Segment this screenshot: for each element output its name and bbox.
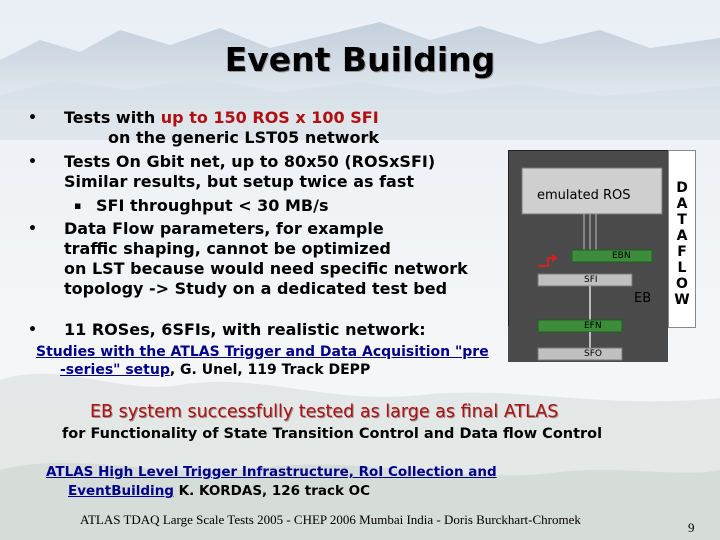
reference-2-link-cont[interactable]: EventBuilding [68,483,174,499]
sub-bullet-glyph: ▪ [74,199,82,212]
flow-letter: F [677,244,687,260]
sfo-label: SFO [584,349,602,359]
bullet-2-line-1: Tests On Gbit net, up to 80x50 (ROSxSFI) [64,152,436,171]
bullet-2-sub: SFI throughput < 30 MB/s [96,196,329,215]
bullet-1-line-1: Tests with up to 150 ROS x 100 SFI [64,108,379,128]
page-number: 9 [688,520,695,535]
reference-2-line-2: EventBuilding K. KORDAS, 126 track OC [68,482,370,500]
bullet-glyph: • [28,221,37,237]
reference-1-line-2: -series" setup, G. Unel, 119 Track DEPP [60,361,370,379]
eb-label: EB [634,291,652,306]
flow-letter: A [676,228,688,244]
bullet-4-line-1: 11 ROSes, 6SFIs, with realistic network: [64,320,426,339]
reference-2-link[interactable]: ATLAS High Level Trigger Infrastructure,… [46,464,497,480]
data-flow-bar [668,150,696,328]
flow-letter: D [676,180,688,196]
reference-1-link-cont[interactable]: -series" setup [60,362,170,378]
efn-label: EFN [584,321,602,331]
sfi-label: SFI [584,275,598,285]
bullet-2-line-2: Similar results, but setup twice as fast [64,172,415,191]
slide-title: Event Building [224,40,496,79]
flow-letter: O [676,276,688,292]
reference-2-author: K. KORDAS, 126 track OC [173,483,371,499]
bullet-3-line-1: Data Flow parameters, for example [64,219,384,238]
footer-text: ATLAS TDAQ Large Scale Tests 2005 - CHEP… [80,512,581,527]
reference-2: ATLAS High Level Trigger Infrastructure,… [46,463,497,481]
emulated-ros-label: emulated ROS [537,188,631,203]
bullet-3-line-3: on LST because would need specific netwo… [64,259,468,278]
flow-letter: A [676,196,688,212]
bullet-glyph: • [28,110,37,126]
highlight-line-1: EB system successfully tested as large a… [90,402,559,422]
bullet-1-prefix: Tests with [64,108,161,127]
flow-letter: W [674,292,690,308]
reference-1-link[interactable]: Studies with the ATLAS Trigger and Data … [36,344,489,360]
diagram-graphic [508,167,668,362]
reference-1-author: , G. Unel, 119 Track DEPP [169,362,371,378]
bullet-3-line-2: traffic shaping, cannot be optimized [64,239,391,258]
ebn-label: EBN [612,251,631,261]
bullet-1-line-2: on the generic LST05 network [108,128,380,147]
bullet-1-highlight: up to 150 ROS x 100 SFI [160,108,379,127]
reference-1: Studies with the ATLAS Trigger and Data … [36,343,489,361]
bullet-3-line-4: topology -> Study on a dedicated test be… [64,279,448,298]
bullet-glyph: • [28,322,37,338]
flow-letter: L [677,260,687,276]
flow-letter: T [677,212,687,228]
bullet-glyph: • [28,154,37,170]
highlight-line-2: for Functionality of State Transition Co… [62,426,603,442]
